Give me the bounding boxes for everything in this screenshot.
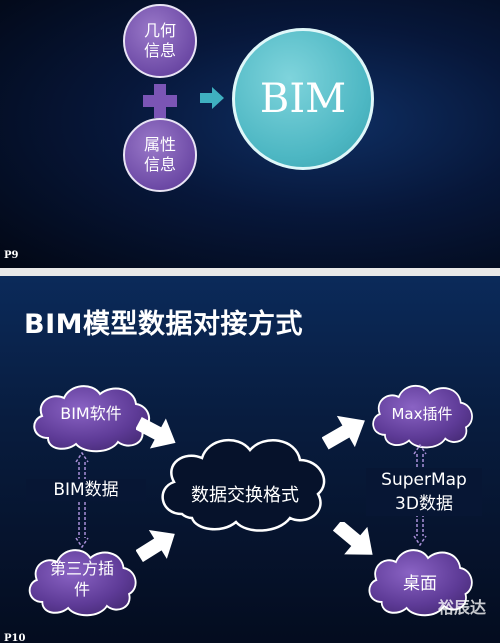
supermap-3d-data-label: SuperMap 3D数据 [366,468,482,516]
slide-number-p10: P10 [4,633,26,643]
arrow-into-exchange-top-icon [136,416,176,449]
plus-icon [143,84,177,118]
bim-software-label: BIM软件 [60,404,122,423]
geometry-info-circle: 几何 信息 [123,4,197,78]
slide-number-p9: P9 [4,250,19,261]
supermap-line2: 3D数据 [395,494,453,514]
supermap-line1: SuperMap [381,470,467,490]
third-party-plugin-label: 第三方插 件 [49,559,114,599]
bim-circle: BIM [232,28,374,170]
arrow-into-exchange-bottom-icon [136,530,175,562]
slide-p9: 几何 信息 属性 信息 BIM P9 [0,0,500,268]
third-party-plugin-cloud [28,549,137,617]
geometry-info-label: 几何 信息 [143,21,176,60]
slide-p10: BIM模型数据对接方式 BIM软件 BIM数据 第三方插 件 数据交换格式 [0,276,500,643]
max-plugin-label: Max插件 [391,405,453,423]
bim-label: BIM [259,76,347,122]
attribute-info-label: 属性 信息 [143,135,176,174]
bim-data-label: BIM数据 [26,479,146,501]
arrow-to-desktop-icon [332,522,373,555]
exchange-format-label: 数据交换格式 [191,485,299,506]
desktop-label: 桌面 [403,574,437,594]
arrow-to-max-icon [322,415,365,450]
slide-title: BIM模型数据对接方式 [24,309,303,340]
max-plugin-cloud [372,384,473,449]
attribute-info-circle: 属性 信息 [123,118,197,192]
desktop-cloud [368,549,473,617]
watermark: 裕辰达 [437,598,486,617]
exchange-format-cloud [161,438,326,532]
bim-software-cloud [33,385,151,453]
arrow-right-icon [200,87,224,109]
